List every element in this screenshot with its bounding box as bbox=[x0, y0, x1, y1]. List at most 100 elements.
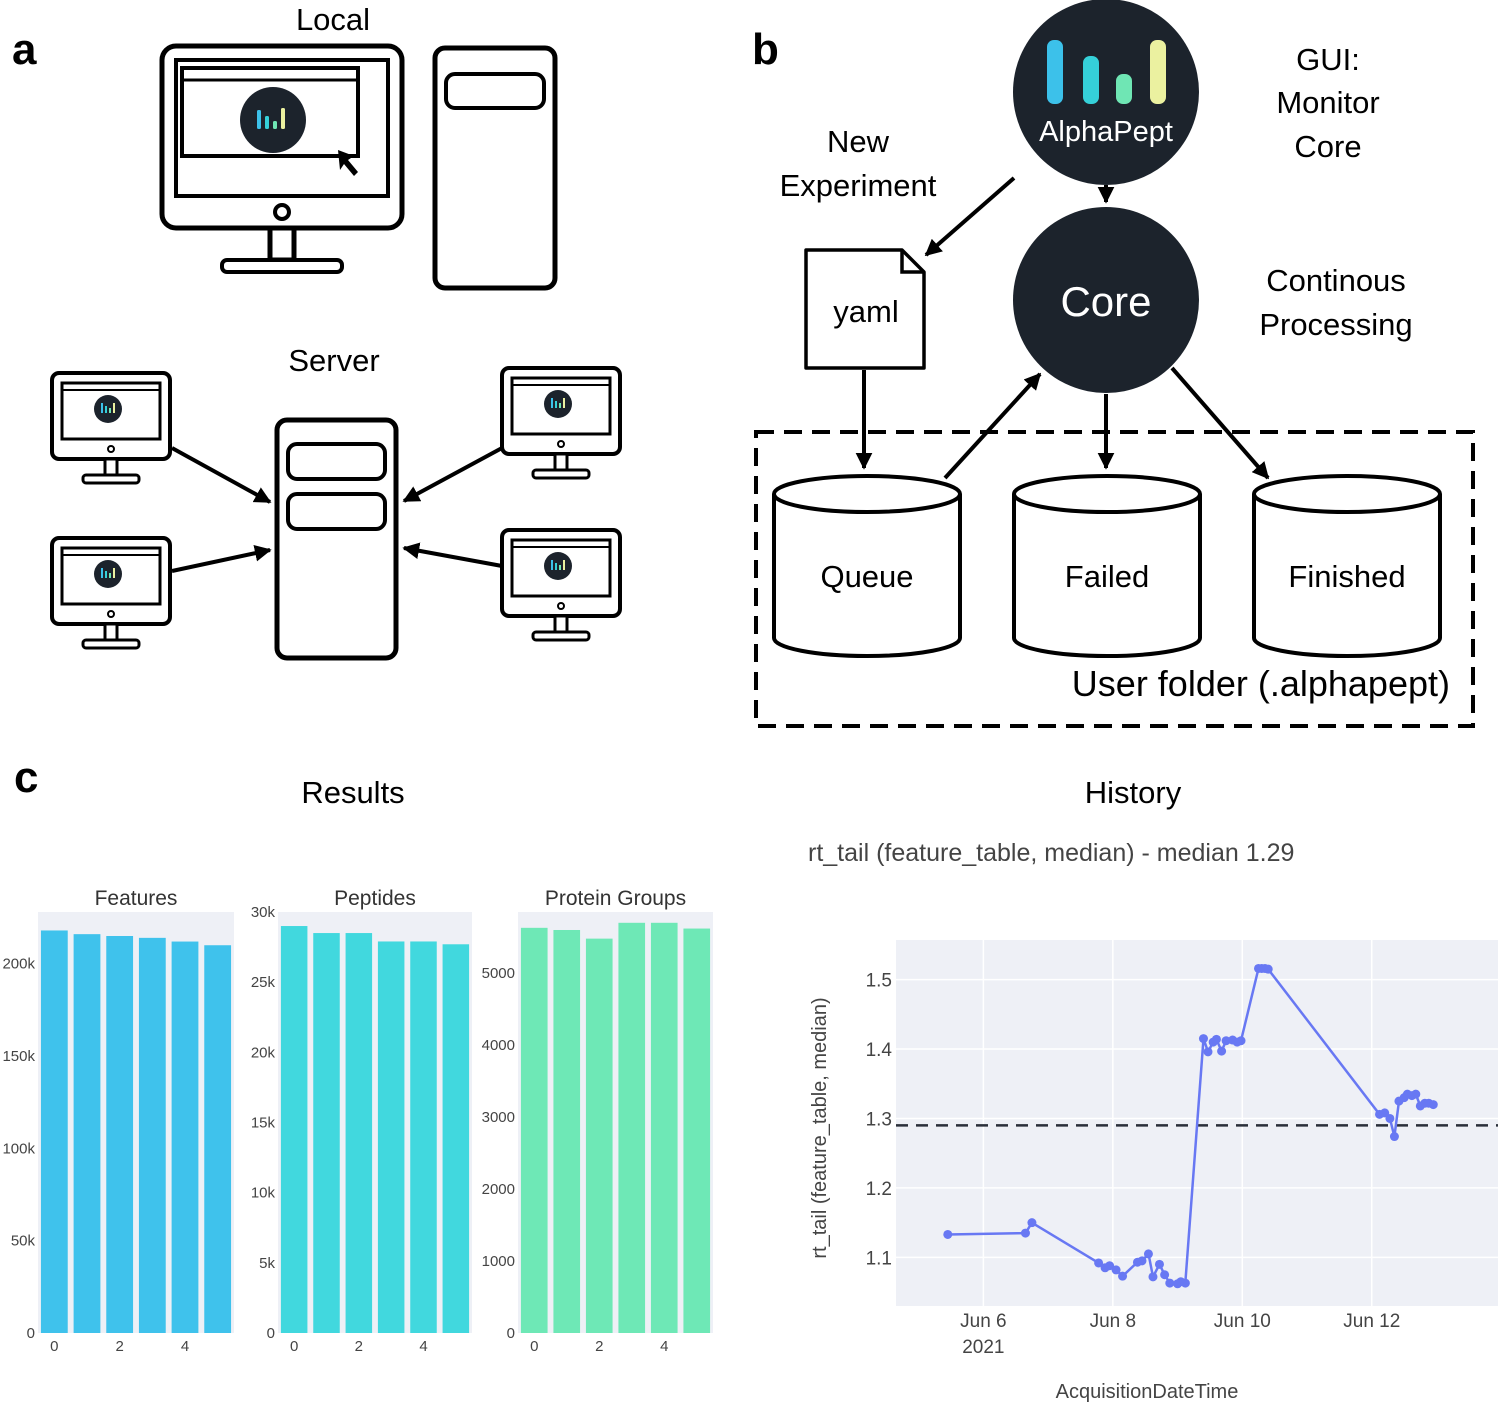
data-point bbox=[1094, 1258, 1104, 1268]
yaml-file-icon: yaml bbox=[804, 248, 926, 370]
data-point bbox=[1217, 1046, 1227, 1056]
data-point bbox=[1389, 1132, 1399, 1142]
continuous-label: Continous bbox=[1266, 263, 1406, 298]
chart-title: Protein Groups bbox=[545, 887, 686, 910]
x-tick-label: Jun 10 bbox=[1214, 1311, 1271, 1332]
data-point bbox=[1203, 1047, 1213, 1057]
core-node: Core bbox=[1013, 207, 1199, 393]
history-title: History bbox=[1085, 775, 1182, 810]
bar bbox=[171, 941, 199, 1333]
history-chart-title: rt_tail (feature_table, median) - median… bbox=[808, 839, 1294, 867]
bar bbox=[73, 934, 101, 1333]
data-point bbox=[1428, 1100, 1438, 1110]
y-tick-label: 4000 bbox=[482, 1037, 515, 1054]
logo-text: AlphaPept bbox=[1039, 116, 1173, 148]
y-tick-label: 50k bbox=[11, 1233, 36, 1250]
y-axis-title: rt_tail (feature_table, median) bbox=[809, 997, 831, 1258]
bar bbox=[280, 926, 308, 1333]
panel-c: c Results History Features050k100k150k20… bbox=[2, 753, 1498, 1403]
y-tick-label: 0 bbox=[27, 1325, 35, 1342]
data-point bbox=[1211, 1034, 1221, 1044]
bar bbox=[377, 941, 405, 1333]
alphapept-logo-node: AlphaPept bbox=[1013, 0, 1199, 185]
bar bbox=[650, 922, 678, 1333]
failed-database-icon: Failed bbox=[1012, 474, 1202, 658]
bar bbox=[585, 938, 613, 1333]
logo-bar bbox=[1116, 74, 1132, 104]
data-point bbox=[1236, 1036, 1246, 1046]
experiment-label: Experiment bbox=[780, 168, 937, 203]
core-to-finished-arrow bbox=[1170, 366, 1270, 480]
chart-title: Features bbox=[95, 887, 178, 910]
data-point bbox=[1027, 1218, 1037, 1228]
y-tick-label: 5000 bbox=[482, 965, 515, 982]
bar bbox=[442, 944, 470, 1333]
y-tick-label: 2000 bbox=[482, 1181, 515, 1198]
y-tick-label: 10k bbox=[251, 1185, 276, 1202]
local-label: Local bbox=[296, 2, 370, 37]
queue-label: Queue bbox=[820, 559, 913, 594]
x-tick-sublabel: 2021 bbox=[962, 1337, 1004, 1358]
data-point bbox=[1180, 1278, 1190, 1288]
client-monitor-icon bbox=[50, 536, 172, 650]
bar bbox=[106, 936, 134, 1333]
x-tick-label: 4 bbox=[660, 1338, 668, 1355]
x-tick-label: Jun 12 bbox=[1343, 1311, 1400, 1332]
connection-arrow bbox=[402, 446, 503, 503]
y-tick-label: 1.5 bbox=[866, 971, 892, 992]
bar bbox=[40, 930, 68, 1333]
bar bbox=[553, 929, 581, 1333]
y-tick-label: 1.1 bbox=[866, 1248, 892, 1269]
y-tick-label: 15k bbox=[251, 1115, 276, 1132]
y-tick-label: 30k bbox=[251, 904, 276, 921]
app-logo-icon bbox=[240, 87, 306, 153]
x-tick-label: 0 bbox=[290, 1338, 298, 1355]
plot-background bbox=[518, 912, 713, 1333]
bar bbox=[345, 933, 373, 1333]
logo-bar bbox=[1083, 56, 1099, 104]
data-point bbox=[1111, 1265, 1121, 1275]
y-tick-label: 1.3 bbox=[866, 1109, 892, 1130]
bar bbox=[313, 933, 340, 1333]
data-point bbox=[1137, 1256, 1147, 1266]
data-point bbox=[1221, 1036, 1231, 1046]
cursor-arrow-icon bbox=[338, 150, 358, 176]
results-title: Results bbox=[301, 775, 404, 810]
data-point bbox=[1160, 1270, 1170, 1280]
plot-background bbox=[38, 912, 234, 1333]
bar bbox=[683, 928, 711, 1333]
y-tick-label: 20k bbox=[251, 1044, 276, 1061]
data-point bbox=[1165, 1278, 1175, 1288]
y-tick-label: 100k bbox=[2, 1140, 35, 1157]
queue-database-icon: Queue bbox=[772, 474, 962, 658]
chart-title: Peptides bbox=[334, 887, 416, 910]
x-tick-label: Jun 8 bbox=[1090, 1311, 1136, 1332]
y-tick-label: 0 bbox=[507, 1325, 515, 1342]
local-tower-icon bbox=[432, 45, 558, 291]
data-point bbox=[1118, 1271, 1128, 1281]
data-point bbox=[1263, 964, 1273, 974]
bar bbox=[520, 927, 548, 1333]
local-monitor-icon bbox=[159, 43, 405, 274]
failed-label: Failed bbox=[1065, 559, 1149, 594]
connection-arrow bbox=[402, 542, 503, 568]
plot-background bbox=[278, 912, 472, 1333]
x-tick-label: 0 bbox=[530, 1338, 538, 1355]
data-point bbox=[943, 1229, 953, 1239]
gui-label: GUI: bbox=[1296, 42, 1360, 77]
y-tick-label: 25k bbox=[251, 974, 276, 991]
finished-label: Finished bbox=[1288, 559, 1405, 594]
logo-bar bbox=[1150, 40, 1166, 104]
client-monitor-icon bbox=[50, 371, 172, 485]
data-point bbox=[1411, 1089, 1421, 1099]
data-point bbox=[1154, 1259, 1164, 1269]
x-tick-label: 4 bbox=[181, 1338, 189, 1355]
new-experiment-arrow bbox=[924, 176, 1016, 257]
x-tick-label: 2 bbox=[115, 1338, 123, 1355]
y-tick-label: 0 bbox=[267, 1325, 275, 1342]
data-point bbox=[1385, 1113, 1395, 1123]
client-monitor-icon bbox=[500, 366, 622, 480]
